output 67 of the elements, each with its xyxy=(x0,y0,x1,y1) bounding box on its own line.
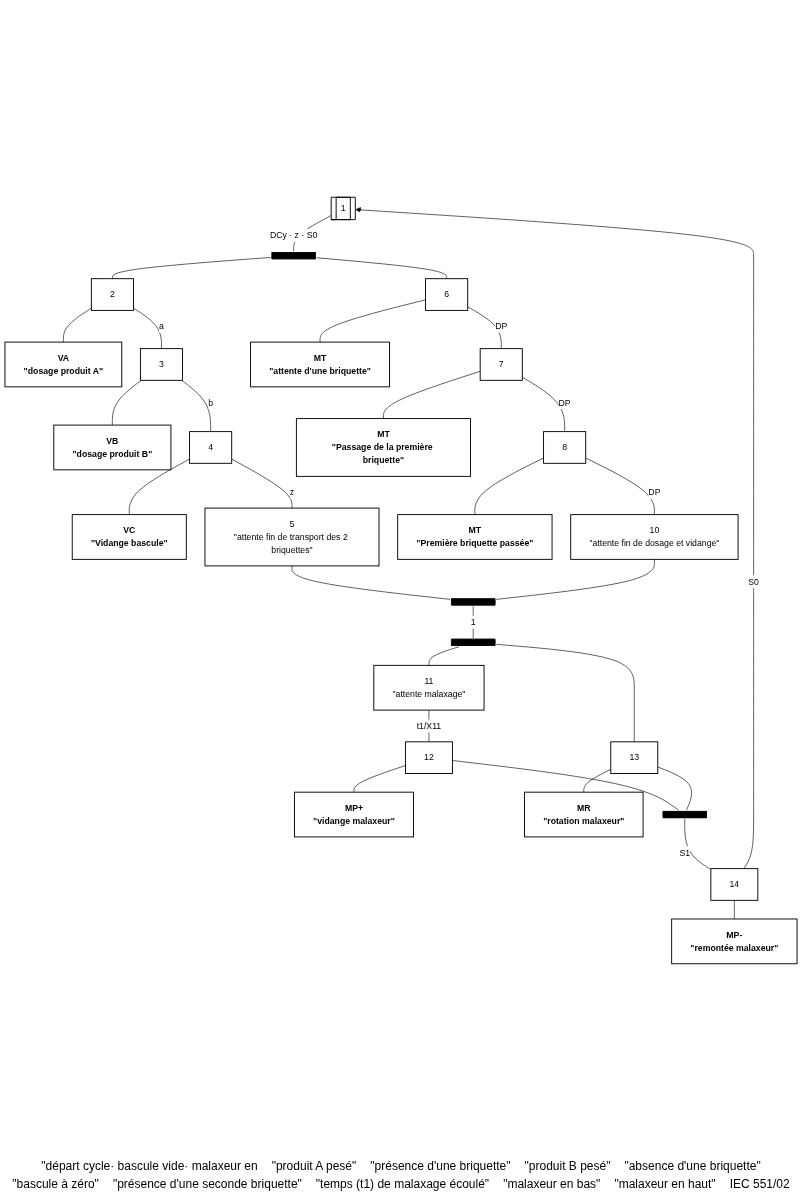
node-box: 3 xyxy=(139,348,184,381)
connector xyxy=(181,380,211,432)
note-text: "absence d'une briquette" xyxy=(624,1159,761,1173)
edge-label: DP xyxy=(558,397,571,408)
connector xyxy=(112,257,271,279)
node-box: 5 "attente fin de transport des 2 briquettes" xyxy=(204,507,380,567)
edge-label: z xyxy=(289,486,295,497)
note-text: "produit A pesé" xyxy=(271,1159,357,1173)
connector xyxy=(291,565,451,600)
node-box: MT "attente d'une briquette" xyxy=(250,341,391,388)
edge-label: b xyxy=(208,397,214,408)
connector xyxy=(231,458,293,509)
edge-label: S0 xyxy=(748,576,759,587)
connector xyxy=(474,457,544,515)
node-box: 12 xyxy=(404,741,453,774)
connector xyxy=(467,306,502,349)
connector xyxy=(734,900,735,920)
connector xyxy=(316,257,447,279)
node-box: 6 xyxy=(425,278,469,311)
edge-label: DCy · z · S0 xyxy=(269,230,318,241)
connector xyxy=(452,760,679,811)
node-box: 11 "attente malaxage" xyxy=(373,664,485,711)
connector xyxy=(684,818,712,870)
connector xyxy=(583,769,612,793)
connector xyxy=(495,559,655,600)
note-text: "malaxeur en haut" xyxy=(614,1177,716,1191)
node-box: 2 xyxy=(90,278,134,311)
node-box: 4 xyxy=(189,431,233,464)
node-box: MT "Passage de la première briquette" xyxy=(295,418,471,477)
connector xyxy=(657,766,692,811)
note-text: "bascule à zéro" xyxy=(12,1177,99,1191)
node-box: MT "Première briquette passée" xyxy=(397,514,553,560)
connector xyxy=(585,457,655,515)
connector xyxy=(428,646,460,666)
note-text: "départ cycle· bascule vide· malaxeur en xyxy=(41,1159,258,1173)
edge-label: 1 xyxy=(470,616,476,627)
node-box: VA "dosage produit A" xyxy=(4,341,123,388)
node-box: 13 xyxy=(610,741,659,774)
connector xyxy=(133,307,162,349)
node-box: 8 xyxy=(543,431,587,464)
node-box: 7 xyxy=(479,348,523,381)
edge-label: DP xyxy=(648,486,661,497)
connector xyxy=(522,376,565,432)
node-box: 10 "attente fin de dosage et vidange" xyxy=(570,514,739,560)
note-text: "malaxeur en bas" xyxy=(503,1177,601,1191)
edge-label: S1 xyxy=(679,847,691,858)
node-box: 14 xyxy=(710,868,759,901)
connector xyxy=(128,458,190,515)
node-box: MR "rotation malaxeur" xyxy=(524,791,644,838)
node-box: VB "dosage produit B" xyxy=(53,424,172,471)
note-text: "présence d'une seconde briquette" xyxy=(112,1177,302,1191)
note-text: "produit B pesé" xyxy=(524,1159,611,1173)
connector xyxy=(319,299,426,343)
connector xyxy=(383,371,481,419)
node-box: MP- "remontée malaxeur" xyxy=(671,918,798,965)
edge-label: t1/X11 xyxy=(416,720,442,731)
note-text: "temps (t1) de malaxage écoulé" xyxy=(315,1177,490,1191)
connector xyxy=(353,765,406,793)
note-text: IEC 551/02 xyxy=(729,1177,790,1191)
node-box: VC "Vidange bascule" xyxy=(71,514,187,560)
edge-label: a xyxy=(159,320,164,331)
note-text: "présence d'une briquette" xyxy=(370,1159,511,1173)
node-box: MP+ "vidange malaxeur" xyxy=(293,791,414,838)
connector xyxy=(112,380,142,426)
edge-label: DP xyxy=(495,320,508,331)
connector xyxy=(63,307,92,343)
connector xyxy=(495,644,635,743)
